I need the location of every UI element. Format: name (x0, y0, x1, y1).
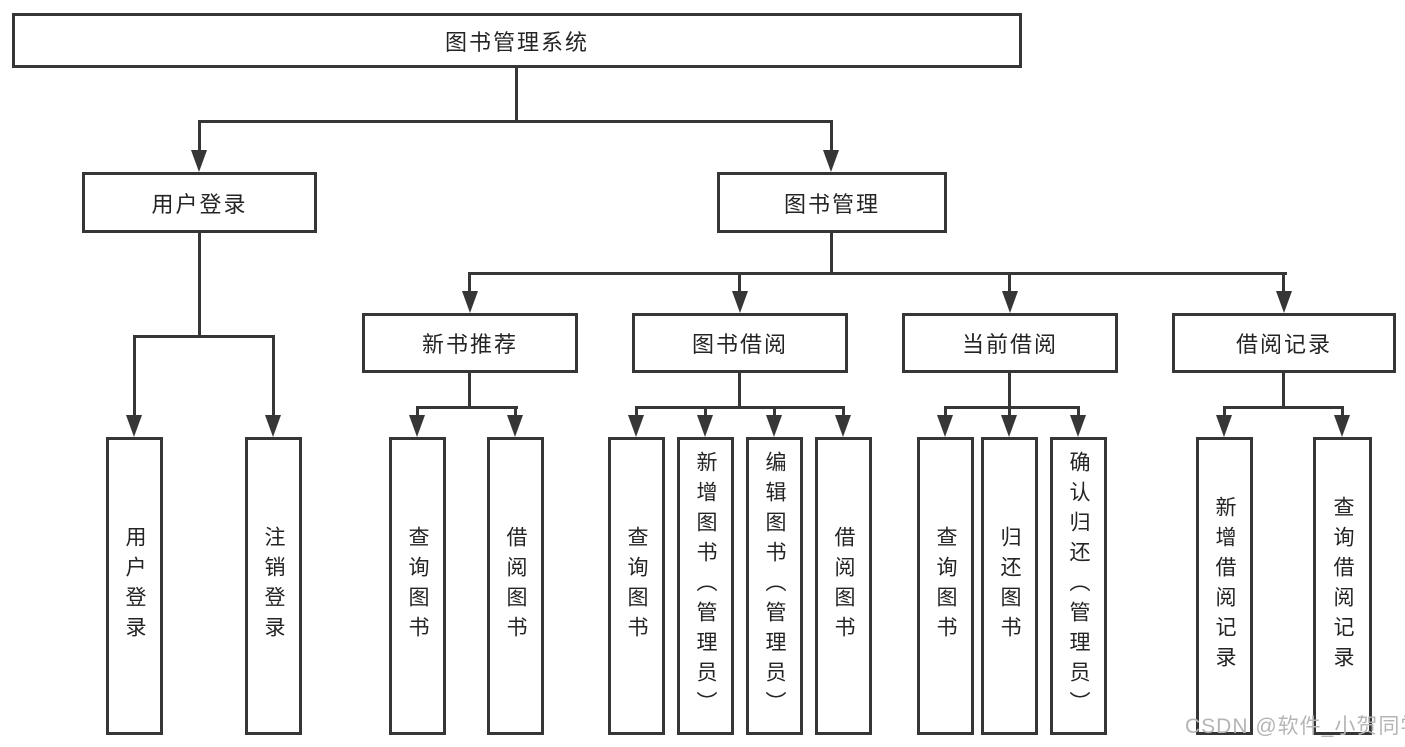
arrow-down-icon (1001, 415, 1017, 437)
node-label: 图书借阅 (691, 332, 788, 357)
arrow-down-icon (265, 415, 281, 437)
connector-vline (198, 120, 201, 152)
arrow-down-icon (835, 415, 851, 437)
node-label: 借阅图书 (504, 526, 527, 646)
node-label: 查询图书 (934, 526, 957, 646)
arrow-down-icon (823, 150, 839, 172)
connector-hline (635, 406, 845, 409)
connector-hline (198, 120, 833, 123)
arrow-down-icon (126, 415, 142, 437)
node-user-login: 用户登录 (82, 172, 317, 233)
csdn-watermark: CSDN @软件_小贺同学 (1185, 715, 1405, 738)
leaf-return-book: 归还图书 (981, 437, 1038, 735)
connector-vline (830, 233, 833, 275)
node-label: 图书管理系统 (444, 29, 589, 55)
arrow-down-icon (766, 415, 782, 437)
node-label: 新增借阅记录 (1213, 496, 1236, 676)
connector-vline (842, 406, 845, 418)
arrow-down-icon (1276, 291, 1292, 313)
arrow-down-icon (1334, 415, 1350, 437)
leaf-query-books-borrowing: 查询图书 (608, 437, 665, 735)
connector-hline (133, 335, 275, 338)
arrow-down-icon (937, 415, 953, 437)
node-book-management: 图书管理 (717, 172, 947, 233)
connector-vline (1223, 406, 1226, 418)
leaf-edit-book-admin: 编辑图书（管理员） (746, 437, 803, 735)
node-label: 确认归还（管理员） (1067, 451, 1090, 721)
arrow-down-icon (732, 291, 748, 313)
node-new-book-recommendation: 新书推荐 (362, 313, 578, 373)
leaf-borrow-books-borrowing: 借阅图书 (815, 437, 872, 735)
node-current-borrowing: 当前借阅 (902, 313, 1118, 373)
connector-vline (514, 406, 517, 418)
connector-vline (1282, 272, 1285, 294)
leaf-add-book-admin: 新增图书（管理员） (677, 437, 734, 735)
connector-vline (635, 406, 638, 418)
connector-hline (468, 272, 1287, 275)
node-label: 借阅图书 (832, 526, 855, 646)
node-label: 编辑图书（管理员） (763, 451, 786, 721)
connector-vline (704, 406, 707, 418)
connector-vline (1077, 406, 1080, 418)
connector-hline (1223, 406, 1344, 409)
connector-vline (468, 272, 471, 294)
connector-vline (1341, 406, 1344, 418)
node-label: 新增图书（管理员） (694, 451, 717, 721)
leaf-logout: 注销登录 (245, 437, 302, 735)
node-label: 借阅记录 (1235, 332, 1332, 357)
leaf-query-borrow-record: 查询借阅记录 (1313, 437, 1372, 735)
connector-vline (1008, 272, 1011, 294)
node-label: 当前借阅 (961, 332, 1058, 357)
node-label: 用户登录 (123, 526, 146, 646)
node-label: 图书管理 (783, 191, 880, 217)
connector-vline (416, 406, 419, 418)
connector-vline (944, 406, 947, 418)
node-label: 查询图书 (625, 526, 648, 646)
connector-vline (738, 272, 741, 294)
node-borrowing-records: 借阅记录 (1172, 313, 1396, 373)
leaf-confirm-return-admin: 确认归还（管理员） (1050, 437, 1107, 735)
arrow-down-icon (628, 415, 644, 437)
connector-vline (133, 335, 136, 417)
connector-vline (198, 233, 201, 335)
connector-vline (738, 373, 741, 406)
connector-vline (830, 120, 833, 152)
connector-hline (416, 406, 518, 409)
connector-vline (1008, 373, 1011, 406)
arrow-down-icon (507, 415, 523, 437)
arrow-down-icon (697, 415, 713, 437)
node-label: 归还图书 (998, 526, 1021, 646)
connector-vline (773, 406, 776, 418)
leaf-query-books-recommend: 查询图书 (389, 437, 446, 735)
arrow-down-icon (1070, 415, 1086, 437)
node-label: 查询借阅记录 (1331, 496, 1354, 676)
connector-vline (1282, 373, 1285, 406)
node-label: 查询图书 (406, 526, 429, 646)
arrow-down-icon (1002, 291, 1018, 313)
leaf-add-borrow-record: 新增借阅记录 (1196, 437, 1253, 735)
node-library-system: 图书管理系统 (12, 13, 1022, 68)
node-label: 新书推荐 (421, 332, 518, 357)
arrow-down-icon (409, 415, 425, 437)
leaf-borrow-books-recommend: 借阅图书 (487, 437, 544, 735)
node-label: 注销登录 (262, 526, 285, 646)
node-label: 用户登录 (151, 191, 248, 217)
leaf-query-books-current: 查询图书 (917, 437, 974, 735)
connector-vline (272, 335, 275, 417)
arrow-down-icon (462, 291, 478, 313)
arrow-down-icon (191, 150, 207, 172)
connector-vline (1008, 406, 1011, 418)
leaf-user-login: 用户登录 (106, 437, 163, 735)
connector-hline (944, 406, 1080, 409)
arrow-down-icon (1216, 415, 1232, 437)
connector-vline (468, 373, 471, 406)
node-book-borrowing: 图书借阅 (632, 313, 848, 373)
connector-vline (515, 68, 518, 120)
